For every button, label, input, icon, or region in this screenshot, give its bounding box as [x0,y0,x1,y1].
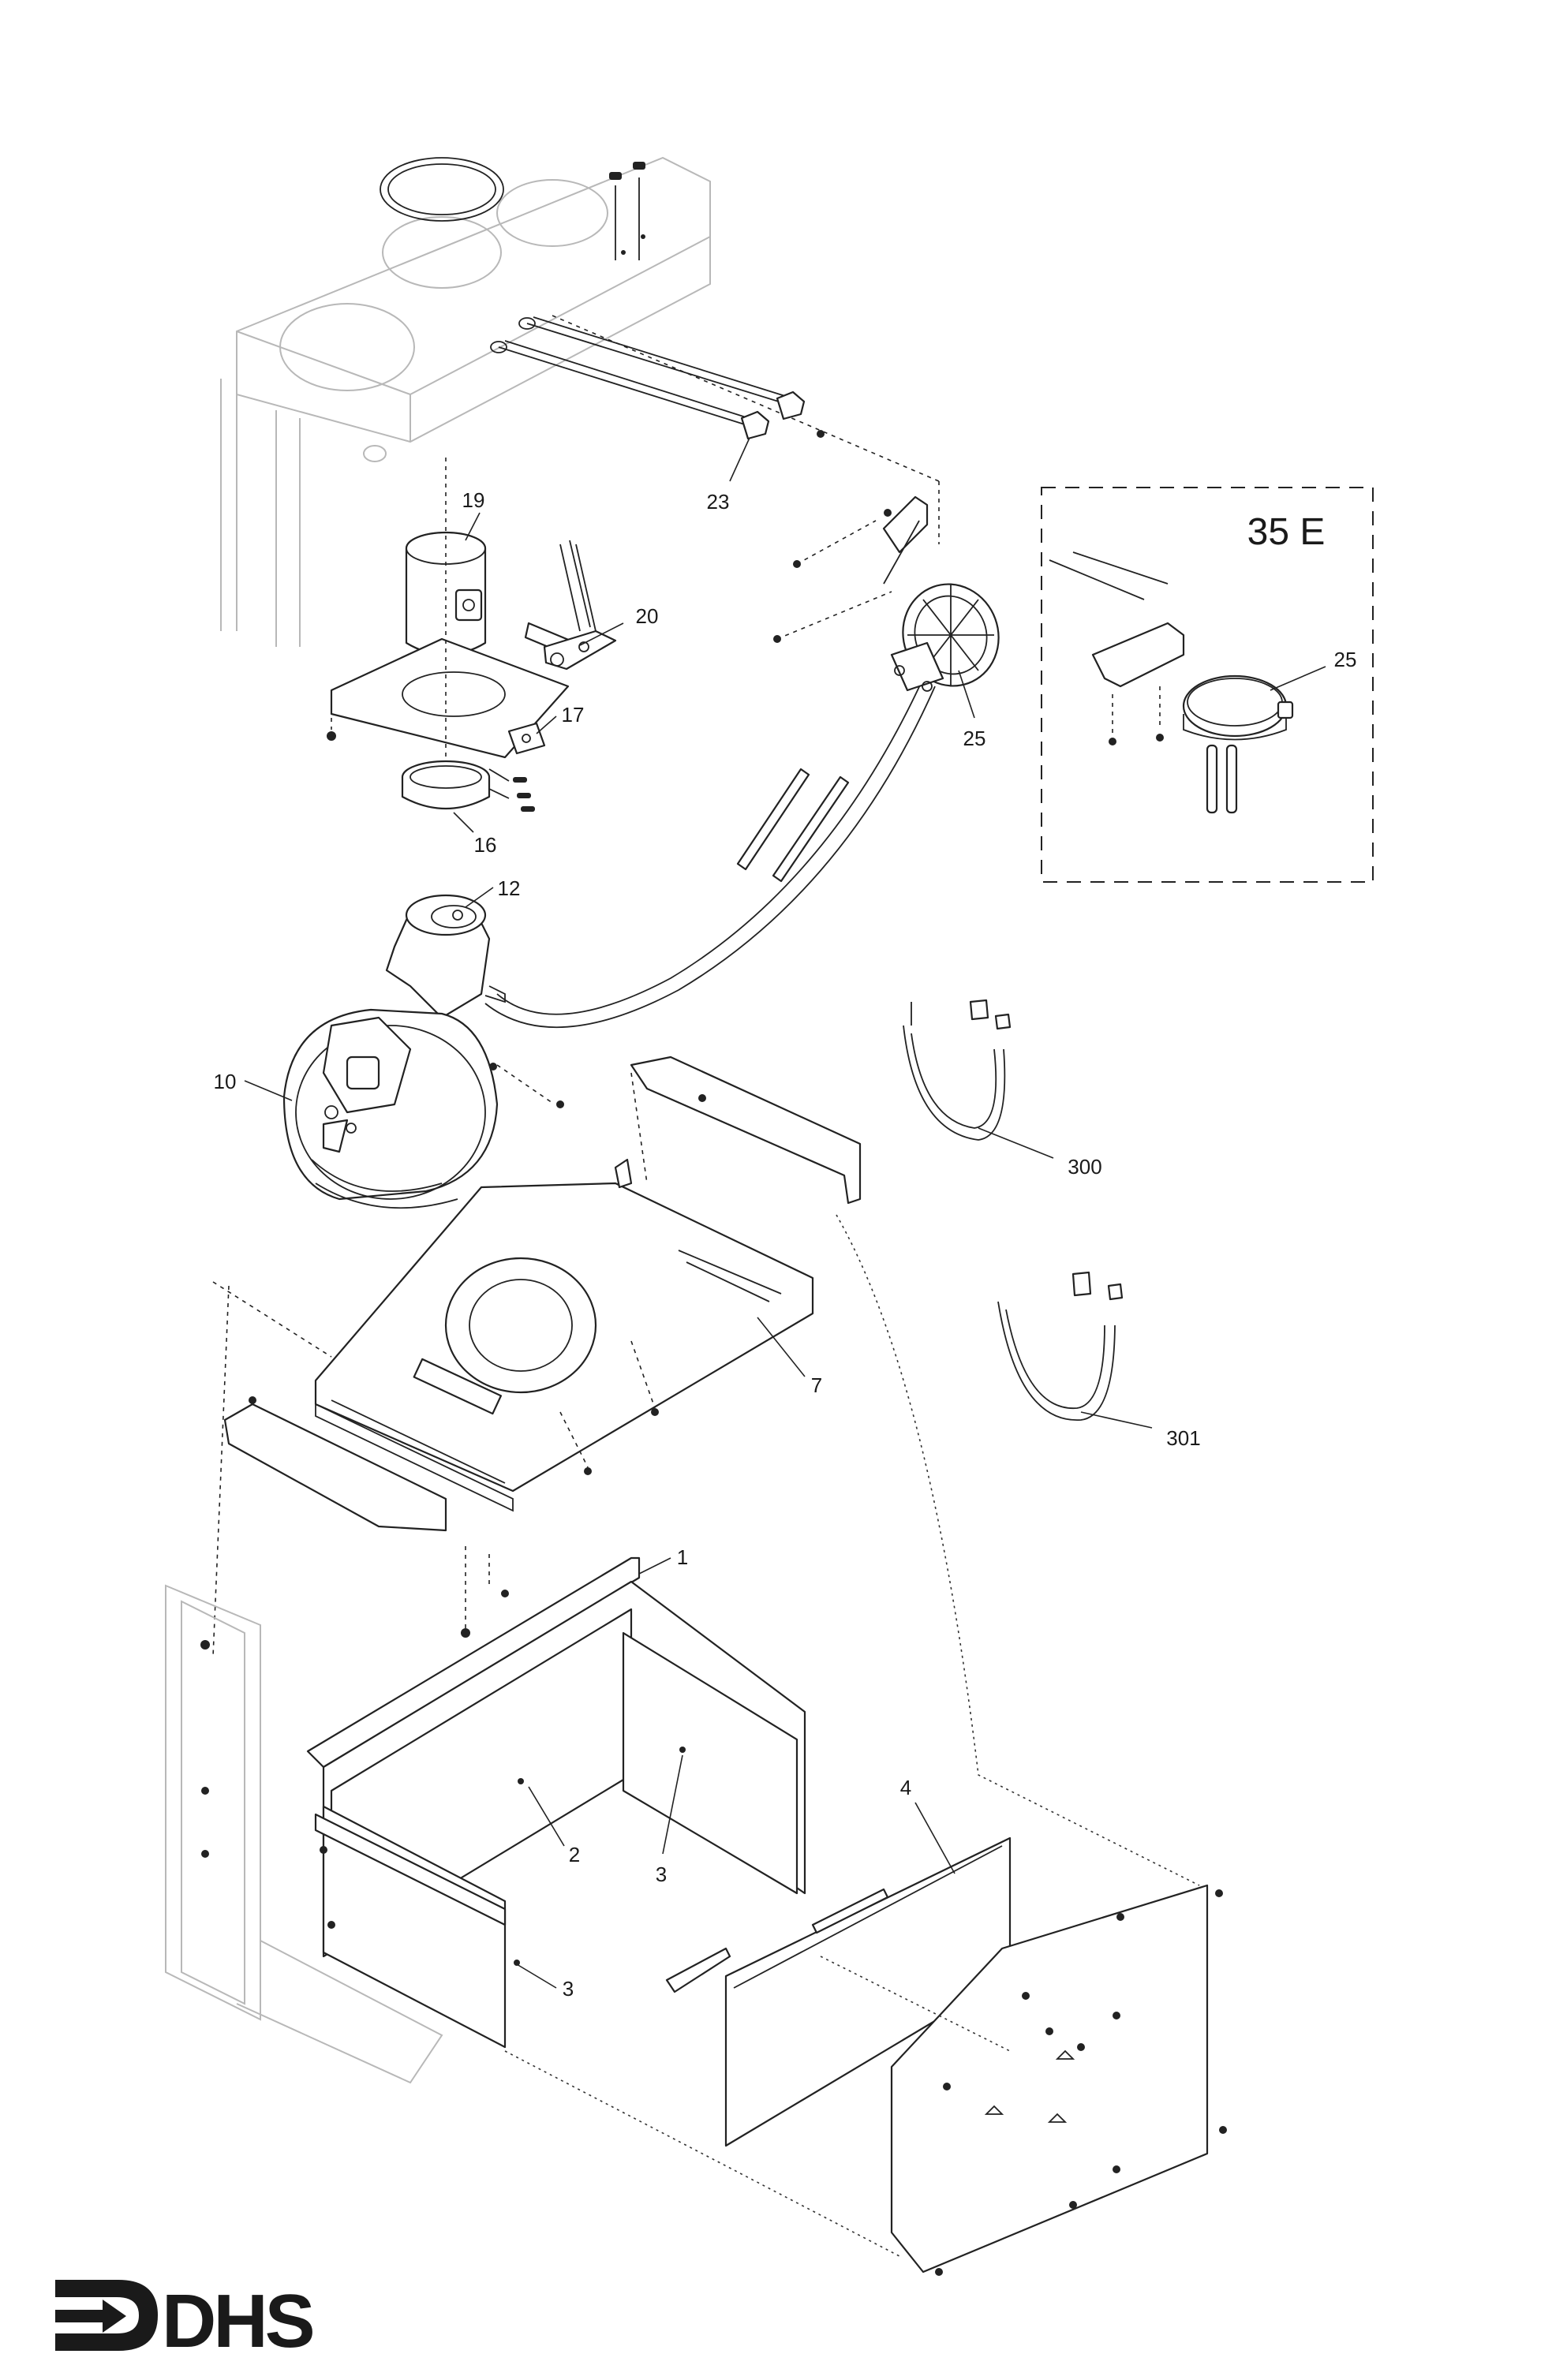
callout-16: 16 [474,833,497,857]
assembly-guides [504,1214,1200,2257]
clip-17 [507,722,546,755]
callout-23: 23 [707,490,730,514]
callout-2: 2 [569,1843,580,1866]
side-panel-ghost [165,1584,443,2084]
callout-3-front: 3 [563,1977,574,2001]
housing-top-ghost [220,156,711,647]
callout-7: 7 [811,1373,822,1397]
callout-4: 4 [900,1776,911,1799]
logo-text: DHS [162,2279,313,2363]
callout-20: 20 [636,604,659,628]
callout-1: 1 [677,1545,688,1569]
callout-19: 19 [462,488,485,512]
seal-ring [380,157,504,222]
side-panel-right [890,1884,1227,2276]
fan-outlet-12 [385,894,506,1019]
fan-10 [282,1008,564,1209]
fan-plate-7 [314,1055,862,1512]
inset-35e [1041,487,1374,883]
callout-300: 300 [1068,1155,1101,1179]
pressure-hose [484,678,936,1029]
pressure-tubes [490,315,940,544]
callout-301: 301 [1166,1426,1200,1450]
inset-title: 35 E [1247,511,1326,553]
dhs-logo: DHS [55,2279,316,2363]
sampling-probe [524,540,617,671]
callout-25-inset: 25 [1334,648,1357,671]
combustion-box [306,1546,806,2049]
callout-10: 10 [214,1070,237,1093]
callout-labels: 19 20 17 16 12 23 25 25 35 E 10 7 300 30… [214,488,1357,2001]
callout-25-main: 25 [963,727,986,750]
callout-3-right: 3 [656,1863,667,1886]
clamp-16 [401,760,535,812]
nipple-caps [740,390,825,440]
flue-adapter [327,458,570,813]
leader-lines [244,437,1326,1989]
front-bracket [212,1281,447,1657]
harness-301 [997,1271,1124,1421]
callout-17: 17 [562,703,585,727]
top-screws [609,162,645,260]
harness-300 [903,999,1012,1141]
callout-12: 12 [498,876,521,900]
pressure-switch-25 [773,495,1000,692]
